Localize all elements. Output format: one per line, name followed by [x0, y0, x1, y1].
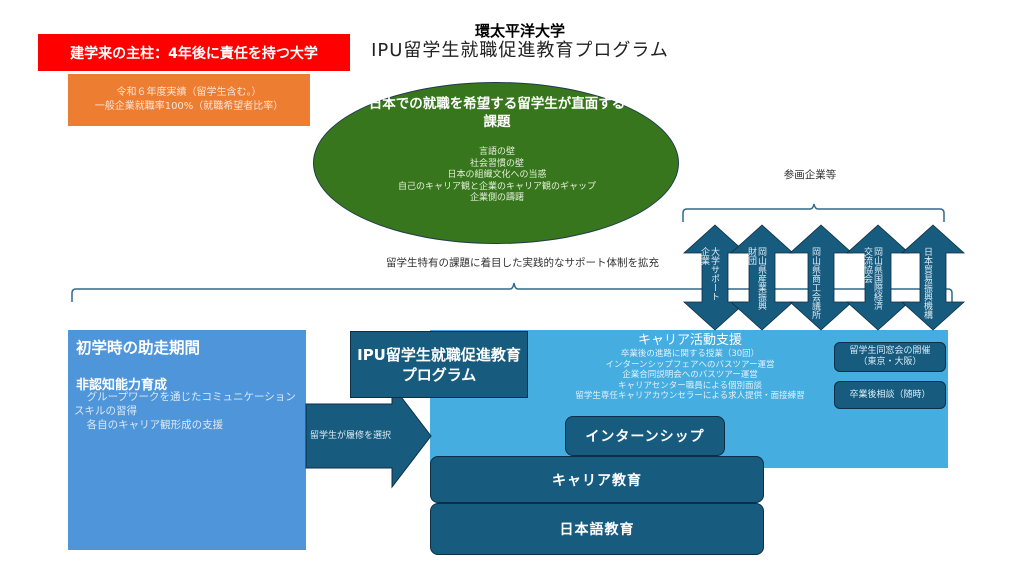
challenge-item: 企業側の躊躇: [469, 193, 524, 203]
partners-label: 参画企業等: [783, 169, 837, 181]
challenge-item: 自己のキャリア観と企業のキャリア観のギャップ: [397, 181, 596, 192]
partner-label: 岡山県商工会議所: [810, 247, 820, 327]
partner-label: 日本貿易振興機構: [922, 247, 932, 327]
achievement-line2: 一般企業就職率100%（就職希望者比率）: [94, 101, 284, 112]
career-support-item: 卒業後の進路に関する授業（30回）: [620, 349, 760, 359]
partner-label: 大学サポート企業: [699, 247, 719, 327]
post-grad-box: 卒業後相談（随時）: [834, 381, 946, 409]
career-support-item: キャリアセンター職員による個別面談: [617, 380, 763, 391]
program-box: IPU留学生就職促進教育 プログラム: [350, 331, 528, 398]
support-caption: 留学生特有の課題に着目した実践的なサポート体制を拡充: [386, 257, 659, 269]
japanese-education-label: 日本語教育: [559, 522, 635, 538]
challenges-list: 言語の壁 社会習慣の壁 日本の組織文化への当惑 自己のキャリア観と企業のキャリア…: [354, 147, 640, 205]
partner-label-col1: 岡山県商工会議所: [810, 247, 820, 319]
career-support-item: インターンシップフェアへのバスツアー運営: [605, 359, 775, 370]
initial-period-item: グループワークを通じたコミュニケーションスキルの習得: [74, 391, 296, 417]
program-box-line1: IPU留学生就職促進教育: [357, 345, 521, 364]
challenge-item: 日本の組織文化への当惑: [447, 170, 547, 180]
selection-arrow-shape: [305, 383, 432, 489]
alumni-box: 留学生同窓会の開催 （東京・大阪）: [834, 342, 946, 372]
motto-text: 建学来の主柱：4年後に責任を持つ大学: [70, 45, 318, 62]
initial-period-box: 初学時の助走期間 非認知能力育成 グループワークを通じたコミュニケーションスキル…: [68, 330, 306, 550]
program-box-line2: プログラム: [401, 365, 477, 384]
support-bracket: [71, 282, 953, 304]
partner-label: 岡山県産業振興財団: [746, 247, 766, 327]
partner-label-col1: 大学サポート: [709, 247, 719, 301]
partner-label-col2: 交流協会: [862, 247, 872, 283]
initial-period-subtitle: 非認知能力育成: [76, 378, 168, 393]
career-education-label: キャリア教育: [552, 472, 642, 489]
achievement-line1: 令和６年度実績（留学生含む。）: [116, 87, 262, 98]
partner-double-arrow: [788, 224, 854, 331]
challenges-ellipse: 日本での就職を希望する留学生が直面する課題 言語の壁 社会習慣の壁 日本の組織文…: [313, 82, 679, 244]
internship-box: インターンシップ: [565, 416, 725, 456]
career-education-box: キャリア教育: [430, 456, 764, 503]
initial-period-title: 初学時の助走期間: [76, 339, 201, 357]
japanese-education-box: 日本語教育: [430, 503, 764, 555]
partner-double-arrow: [900, 224, 966, 331]
alumni-line2: （東京・大阪）: [858, 357, 922, 367]
career-support-title: キャリア活動支援: [637, 333, 742, 348]
university-name: 環太平洋大学: [474, 22, 565, 40]
initial-period-items: グループワークを通じたコミュニケーションスキルの習得 各自のキャリア観形成の支援: [74, 390, 300, 432]
partner-label: 岡山県国際経済交流協会: [862, 247, 882, 327]
selection-arrow-label: 留学生が履修を選択: [310, 431, 392, 441]
partner-label-col2: 財団: [746, 247, 756, 265]
post-grad-text: 卒業後相談（随時）: [849, 389, 931, 400]
challenges-title: 日本での就職を希望する留学生が直面する課題: [368, 96, 626, 130]
challenge-item: 社会習慣の壁: [469, 158, 524, 169]
partner-double-arrow: [845, 224, 911, 331]
internship-label: インターンシップ: [585, 429, 705, 445]
initial-period-item: 各自のキャリア観形成の支援: [86, 419, 224, 431]
partner-label-col1: 岡山県国際経済: [872, 247, 882, 310]
partner-label-col1: 日本貿易振興機構: [922, 247, 932, 319]
achievement-box: 令和６年度実績（留学生含む。） 一般企業就職率100%（就職希望者比率）: [68, 74, 310, 126]
partner-label-col2: 企業: [699, 247, 709, 265]
alumni-line1: 留学生同窓会の開催: [849, 346, 931, 356]
career-support: キャリア活動支援 卒業後の進路に関する授業（30回） インターンシップフェアへの…: [540, 333, 840, 402]
career-support-item: 留学生専任キャリアカウンセラーによる求人提供・面接練習: [575, 391, 805, 401]
program-title: IPU留学生就職促進教育プログラム: [371, 40, 669, 61]
challenge-item: 言語の壁: [478, 147, 515, 157]
partner-label-col1: 岡山県産業振興: [756, 247, 766, 310]
career-support-item: 企業合同説明会へのバスツアー運営: [622, 370, 758, 380]
partner-double-arrow: [729, 224, 795, 331]
motto-banner: 建学来の主柱：4年後に責任を持つ大学: [38, 34, 350, 71]
partners-bracket: [682, 203, 945, 222]
